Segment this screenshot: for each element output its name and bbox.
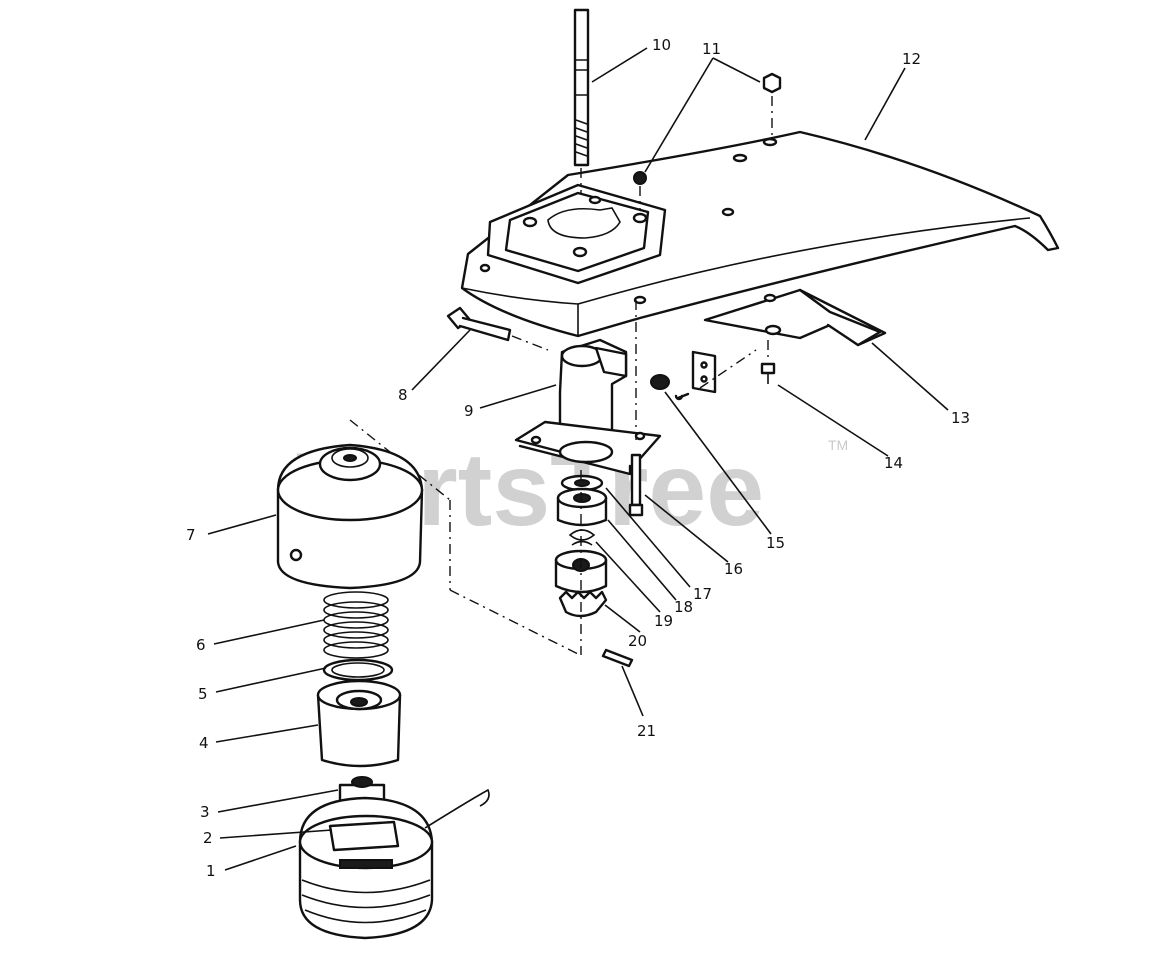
callout-1: 1 bbox=[206, 862, 216, 880]
part-2-insert bbox=[328, 820, 400, 869]
part-1-spool bbox=[298, 788, 490, 940]
part-16-screw bbox=[628, 453, 644, 517]
callout-14: 14 bbox=[884, 454, 903, 472]
part-19-spring-clip bbox=[568, 529, 596, 546]
part-8-bolt bbox=[446, 306, 549, 351]
part-15-nut bbox=[650, 374, 670, 390]
callout-21: 21 bbox=[637, 722, 656, 740]
part-9-housing bbox=[514, 300, 662, 476]
callout-16: 16 bbox=[724, 560, 743, 578]
callout-15: 15 bbox=[766, 534, 785, 552]
callout-19: 19 bbox=[654, 612, 673, 630]
part-4-hub bbox=[316, 679, 402, 768]
part-7-cover bbox=[276, 443, 424, 590]
part-12-shield bbox=[460, 130, 1060, 338]
callout-8: 8 bbox=[398, 386, 408, 404]
assembly-dash-lines bbox=[349, 419, 581, 656]
part-20-bearing-gear bbox=[554, 549, 608, 618]
leader-lines bbox=[207, 47, 949, 871]
callout-6: 6 bbox=[196, 636, 206, 654]
callout-4: 4 bbox=[199, 734, 209, 752]
part-10-stud bbox=[573, 8, 590, 195]
callout-labels: 1 2 3 4 5 6 7 8 9 10 11 12 13 14 15 16 1… bbox=[186, 36, 970, 880]
part-21-pin bbox=[601, 648, 634, 668]
callout-2: 2 bbox=[203, 829, 213, 847]
callout-20: 20 bbox=[628, 632, 647, 650]
watermark-trademark: TM bbox=[828, 437, 848, 453]
part-18-bearing bbox=[556, 487, 608, 527]
callout-13: 13 bbox=[951, 409, 970, 427]
callout-10: 10 bbox=[652, 36, 671, 54]
callout-11: 11 bbox=[702, 40, 721, 58]
part-5-washer bbox=[322, 658, 394, 682]
part-6-spring bbox=[323, 591, 389, 659]
callout-12: 12 bbox=[902, 50, 921, 68]
part-11-nuts bbox=[633, 72, 782, 210]
callout-17: 17 bbox=[693, 585, 712, 603]
callout-3: 3 bbox=[200, 803, 210, 821]
part-13-bracket bbox=[674, 288, 887, 401]
callout-9: 9 bbox=[464, 402, 474, 420]
callout-18: 18 bbox=[674, 598, 693, 616]
callout-7: 7 bbox=[186, 526, 196, 544]
callout-5: 5 bbox=[198, 685, 208, 703]
